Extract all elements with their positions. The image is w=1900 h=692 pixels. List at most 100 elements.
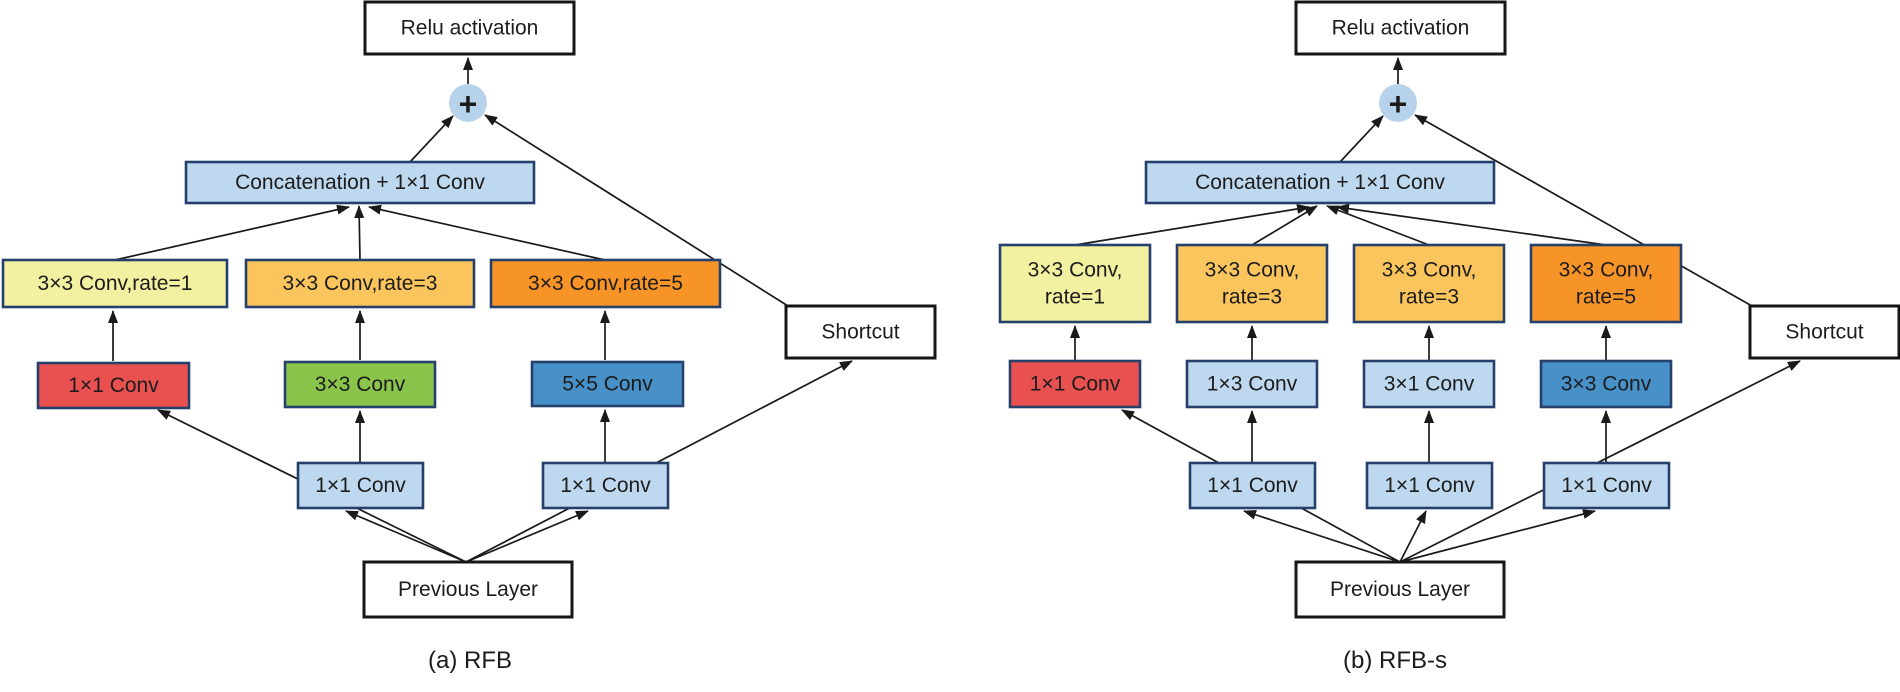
previous-layer-box xyxy=(1294,560,1506,619)
conv-1x3-box xyxy=(1185,359,1319,409)
node-sum-junction-rfb-s: + xyxy=(1379,84,1417,122)
shortcut-box xyxy=(784,304,937,360)
node-previous-layer-rfb: Previous Layer xyxy=(362,560,574,619)
conv-3x3-rate3-left-label: rate=3 xyxy=(1222,286,1282,309)
conv-1x1-branch-left-label: 1×1 Conv xyxy=(315,474,406,497)
node-concatenation-1x1-conv-rfb: Concatenation + 1×1 Conv xyxy=(184,160,536,205)
concatenation-1x1-conv-box xyxy=(184,160,536,205)
plus-icon: + xyxy=(1389,86,1408,122)
node-conv-1x1-red-rfb-s: 1×1 Conv xyxy=(1008,359,1142,409)
conv-3x3-rate3-right-label: rate=3 xyxy=(1399,286,1459,309)
conv-3x3-rate3-left-box xyxy=(1175,243,1329,324)
conv-3x3-blue-label: 3×3 Conv xyxy=(1561,373,1652,396)
conv-3x3-rate1-label: rate=1 xyxy=(1045,286,1105,309)
conv-1x1-branch-right-box xyxy=(1542,461,1671,510)
node-previous-layer-rfb-s: Previous Layer xyxy=(1294,560,1506,619)
node-relu-activation-rfb: Relu activation xyxy=(363,0,576,56)
diagram-caption-rfb-s: (b) RFB-s xyxy=(1343,647,1447,674)
node-conv-1x1-branch-right-rfb-s: 1×1 Conv xyxy=(1542,461,1671,510)
node-conv-1x1-branch-center-rfb-s: 1×1 Conv xyxy=(1365,461,1494,510)
previous-layer-label: Previous Layer xyxy=(1330,578,1470,601)
arrow-rate5-to-concat xyxy=(368,204,606,261)
arrow-prev-to-left1x1 xyxy=(345,510,467,563)
node-conv-3x3-blue-rfb-s: 3×3 Conv xyxy=(1539,359,1673,409)
node-conv-3x3-green-rfb: 3×3 Conv xyxy=(283,360,437,409)
relu-activation-label: Relu activation xyxy=(1332,17,1470,40)
relu-activation-box xyxy=(1294,0,1507,56)
relu-activation-label: Relu activation xyxy=(401,17,539,40)
arrow-prev-to-right1x1 xyxy=(1399,509,1596,563)
node-conv-1x1-branch-right-rfb: 1×1 Conv xyxy=(541,461,670,510)
arrow-prev-to-shortcut xyxy=(465,360,853,563)
arrow-rate3r-to-concat xyxy=(1326,205,1430,246)
plus-icon: + xyxy=(459,86,478,122)
diagram-caption-rfb: (a) RFB xyxy=(428,647,512,674)
conv-3x3-rate1-label: 3×3 Conv, xyxy=(1028,259,1123,282)
arrow-rate5-to-concat xyxy=(1336,203,1607,246)
node-conv-1x1-red-rfb: 1×1 Conv xyxy=(36,361,191,410)
arrow-prev-to-shortcut xyxy=(1399,360,1801,563)
arrow-rate1-to-concat xyxy=(1074,203,1310,246)
node-conv-3x1-rfb-s: 3×1 Conv xyxy=(1362,359,1496,409)
conv-1x1-branch-right-label: 1×1 Conv xyxy=(560,474,651,497)
conv-3x3-rate5-label: 3×3 Conv, xyxy=(1559,259,1654,282)
node-conv-3x3-rate3-left-rfb-s: 3×3 Conv, rate=3 xyxy=(1175,243,1329,324)
conv-3x3-rate5-box xyxy=(489,258,722,309)
previous-layer-box xyxy=(362,560,574,619)
conv-3x3-rate5-label: 3×3 Conv,rate=5 xyxy=(528,272,683,295)
shortcut-label: Shortcut xyxy=(821,321,899,344)
node-conv-3x3-rate5-rfb-s: 3×3 Conv, rate=5 xyxy=(1529,243,1683,324)
conv-1x1-red-box xyxy=(36,361,191,410)
node-conv-3x3-rate3-rfb: 3×3 Conv,rate=3 xyxy=(244,258,476,309)
previous-layer-label: Previous Layer xyxy=(398,578,538,601)
relu-activation-box xyxy=(363,0,576,56)
conv-1x1-branch-left-box xyxy=(296,461,425,510)
concatenation-1x1-conv-label: Concatenation + 1×1 Conv xyxy=(1195,171,1445,194)
arrow-prev-to-center1x1 xyxy=(1399,510,1427,563)
arrow-shortcut-to-sum xyxy=(1414,114,1753,307)
conv-1x1-branch-left-box xyxy=(1188,461,1317,510)
node-conv-3x3-rate1-rfb: 3×3 Conv,rate=1 xyxy=(1,258,229,309)
conv-3x3-rate5-box xyxy=(1529,243,1683,324)
conv-3x3-rate1-label: 3×3 Conv,rate=1 xyxy=(38,272,193,295)
node-concatenation-1x1-conv-rfb-s: Concatenation + 1×1 Conv xyxy=(1144,160,1496,205)
conv-3x1-label: 3×1 Conv xyxy=(1384,373,1475,396)
conv-1x1-red-label: 1×1 Conv xyxy=(1030,373,1121,396)
conv-3x3-rate1-box xyxy=(998,243,1152,324)
conv-3x3-rate3-box xyxy=(244,258,476,309)
shortcut-label: Shortcut xyxy=(1785,321,1863,344)
node-conv-1x3-rfb-s: 1×3 Conv xyxy=(1185,359,1319,409)
arrow-concat-to-sum xyxy=(1339,115,1384,163)
concatenation-1x1-conv-box xyxy=(1144,160,1496,205)
node-conv-3x3-rate3-right-rfb-s: 3×3 Conv, rate=3 xyxy=(1352,243,1506,324)
conv-3x3-blue-box xyxy=(1539,359,1673,409)
arrow-prev-to-right1x1 xyxy=(465,510,589,563)
conv-3x3-green-label: 3×3 Conv xyxy=(315,373,406,396)
conv-3x3-rate3-right-box xyxy=(1352,243,1506,324)
sum-circle xyxy=(449,84,487,122)
node-shortcut-rfb: Shortcut xyxy=(784,304,937,360)
conv-3x3-rate3-right-label: 3×3 Conv, xyxy=(1382,259,1477,282)
arrow-prev-to-left1x1 xyxy=(1243,509,1401,563)
conv-1x1-branch-right-label: 1×1 Conv xyxy=(1561,474,1652,497)
node-conv-5x5-blue-rfb: 5×5 Conv xyxy=(530,360,685,408)
node-conv-1x1-branch-left-rfb: 1×1 Conv xyxy=(296,461,425,510)
arrow-shortcut-to-sum xyxy=(484,114,789,307)
node-conv-3x3-rate5-rfb: 3×3 Conv,rate=5 xyxy=(489,258,722,309)
conv-1x1-red-box xyxy=(1008,359,1142,409)
conv-3x3-rate3-label: 3×3 Conv,rate=3 xyxy=(283,272,438,295)
conv-3x3-rate5-label: rate=5 xyxy=(1576,286,1636,309)
conv-1x1-branch-left-label: 1×1 Conv xyxy=(1207,474,1298,497)
arrow-rate3l-to-concat xyxy=(1251,205,1318,246)
conv-5x5-blue-box xyxy=(530,360,685,408)
arrow-rate1-to-concat xyxy=(114,204,350,261)
conv-1x1-branch-center-label: 1×1 Conv xyxy=(1384,474,1475,497)
conv-3x3-rate3-left-label: 3×3 Conv, xyxy=(1205,259,1300,282)
shortcut-box xyxy=(1748,304,1900,360)
conv-1x1-branch-right-box xyxy=(541,461,670,510)
node-conv-3x3-rate1-rfb-s: 3×3 Conv, rate=1 xyxy=(998,243,1152,324)
conv-3x3-green-box xyxy=(283,360,437,409)
conv-3x1-box xyxy=(1362,359,1496,409)
